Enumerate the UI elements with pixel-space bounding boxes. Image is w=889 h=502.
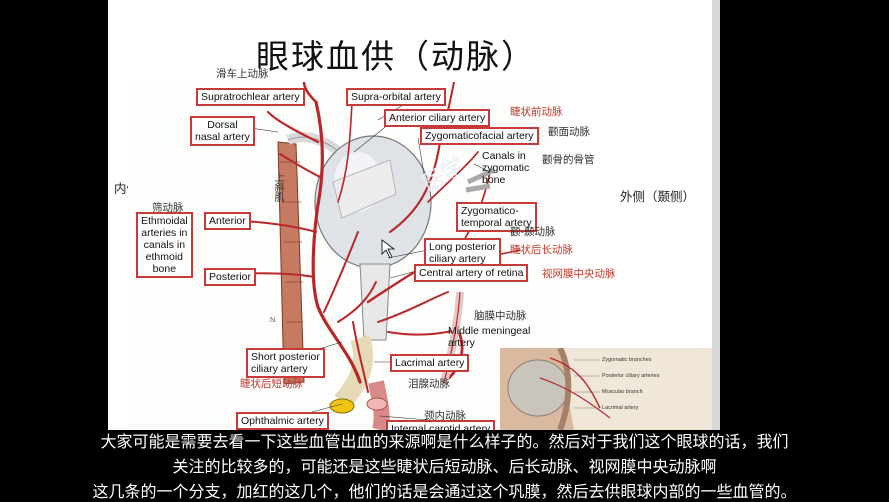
inset-label-posterior-ciliary: Posterior ciliary arteries (602, 373, 660, 379)
inset-label-zygomatic-branches: Zygomatic branches (602, 357, 652, 363)
zh-label-superior-oblique: 上斜肌 (272, 172, 283, 202)
slide-edge-strip (712, 0, 720, 430)
label-anterior: Anterior (204, 212, 251, 230)
video-subtitles: 大家可能是需要去看一下这些血管出血的来源啊是什么样子的。然后对于我们这个眼球的话… (0, 428, 889, 501)
label-ethmoidal-arteries: Ethmoidal arteries in canals in ethmoid … (136, 212, 193, 278)
label-zygomatico-temporal-artery: Zygomatico- temporal artery (456, 202, 537, 232)
subtitle-line-2: 关注的比较多的，可能还是这些睫状后短动脉、后长动脉、视网膜中央动脉啊 (172, 457, 717, 476)
inset-label-lacrimal: Lacrimal artery (602, 405, 639, 411)
artery-illustration: 医学 .N. (227, 82, 521, 430)
label-canals-zygomatic-bone: Canals in zygomatic bone (482, 150, 530, 186)
zh-label-anterior-ciliary: 睫状前动脉 (510, 106, 563, 118)
label-dorsal-nasal-artery: Dorsal nasal artery (190, 116, 255, 146)
inset-label-muscular-branch: Muscular branch (602, 389, 643, 395)
zh-label-supratrochlear: 滑车上动脉 (216, 68, 269, 80)
zh-label-canals: 颧骨的骨管 (542, 154, 595, 166)
label-lacrimal-artery: Lacrimal artery (390, 354, 470, 372)
subtitle-line-3: 这几条的一个分支，加红的这几个，他们的话是会通过这个巩膜，然后去供眼球内部的一些… (92, 482, 797, 501)
label-supraorbital-artery: Supra-orbital artery (346, 88, 446, 106)
label-middle-meningeal-artery: Middle meningeal artery (448, 325, 531, 349)
svg-text:.N.: .N. (268, 317, 277, 324)
inset-illustration (500, 348, 712, 430)
zh-label-internal-carotid: 颈内动脉 (424, 410, 466, 422)
label-supratrochlear-artery: Supratrochlear artery (196, 88, 305, 106)
zh-label-long-posterior: 睫状后长动脉 (510, 244, 573, 256)
label-central-artery-retina: Central artery of retina (414, 264, 529, 282)
inset-anatomy-image: Zygomatic branches Posterior ciliary art… (500, 348, 712, 430)
label-posterior: Posterior (204, 268, 257, 286)
zh-label-central-retina: 视网膜中央动脉 (542, 268, 616, 280)
zh-label-ethmoidal: 筛动脉 (152, 202, 184, 214)
zh-label-short-posterior: 睫状后短动脉 (240, 378, 303, 390)
label-lateral-side: 外侧（颞侧） (620, 189, 696, 204)
label-zygomaticofacial-artery: Zygomaticofacial artery (420, 127, 539, 145)
zh-label-middle-meningeal: 脑膜中动脉 (474, 310, 527, 322)
zh-label-lacrimal: 泪腺动脉 (408, 378, 450, 390)
subtitle-line-1: 大家可能是需要去看一下这些血管出血的来源啊是什么样子的。然后对于我们这个眼球的话… (100, 432, 789, 451)
label-short-posterior-ciliary-artery: Short posterior ciliary artery (246, 348, 325, 378)
label-ophthalmic-artery: Ophthalmic artery (236, 412, 329, 430)
label-anterior-ciliary-artery: Anterior ciliary artery (384, 109, 491, 127)
ophthalmic-artery-diagram: 医学 .N. 滑车上动脉 Supratrochlear artery Supra… (128, 68, 616, 430)
svg-text:医学: 医学 (419, 154, 470, 198)
zh-label-zygomaticofacial: 颧面动脉 (548, 126, 590, 138)
slide-title: 眼球血供（动脉） (256, 37, 536, 76)
zh-label-zygomatico-temporal: 颧-颞动脉 (510, 226, 556, 238)
label-internal-carotid-artery: Internal carotid artery (386, 420, 496, 430)
lecture-slide: 眼球血供（动脉） 内侧（鼻侧） 外侧（颞侧） (108, 0, 712, 430)
